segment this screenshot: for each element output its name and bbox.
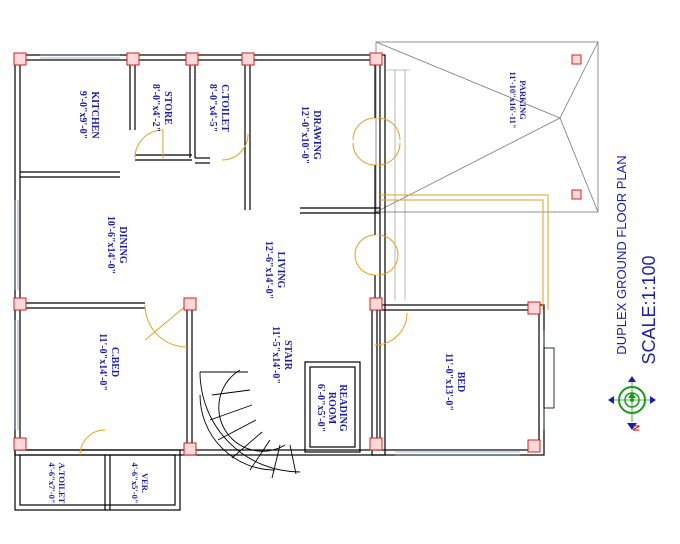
- stair-name: STAIR: [282, 340, 293, 371]
- compass-icon: [608, 376, 656, 430]
- reading-name: READING: [337, 384, 348, 431]
- doors: [79, 117, 408, 456]
- interior-walls: [20, 60, 380, 510]
- ctoilet-size: 8'-0"x4'-5": [207, 84, 218, 132]
- room-living: LIVING 12'-6"x14'-0": [263, 241, 286, 299]
- bed-size: 11'-0"x13'-0": [443, 353, 454, 411]
- store-size: 8'-0"x4'-2": [150, 84, 161, 132]
- kitchen-name: KITCHEN: [89, 91, 100, 139]
- parking-size: 11'-10"x16'-11": [508, 71, 518, 128]
- cbed-name: C.BED: [109, 347, 120, 377]
- atoilet-name: A.TOILET: [57, 463, 67, 504]
- reading-size: 6'-0"x5'-0": [315, 384, 326, 432]
- columns: [13, 52, 582, 456]
- windows: [14, 54, 545, 456]
- parking-area: [375, 41, 599, 213]
- kitchen-size: 9'-0"x9'-0": [77, 91, 88, 139]
- room-store: STORE 8'-0"x4'-2": [150, 84, 173, 132]
- dining-size: 10'-6"x14'-0": [105, 216, 116, 274]
- plan-title-group: DUPLEX GROUND FLOOR PLAN: [614, 155, 629, 354]
- room-dining: DINING 10'-6"x14'-0": [105, 216, 128, 274]
- compass-letter: N: [631, 425, 641, 432]
- room-atoilet: A.TOILET 4'-6"x7'-0": [47, 462, 67, 503]
- parking-name: PARKING: [518, 80, 528, 120]
- corridor-lines: [385, 69, 410, 300]
- room-reading: READING ROOM 6'-0"x5'-0": [315, 384, 348, 432]
- drawing-size: 12'-0"x10'-0": [299, 106, 310, 164]
- plan-title: DUPLEX GROUND FLOOR PLAN: [614, 155, 629, 354]
- plan-scale: SCALE:1:100: [639, 255, 659, 364]
- ramp-lines: [380, 194, 549, 310]
- bay-window: [543, 347, 555, 409]
- room-stair: STAIR 11'-5"x14'-0": [270, 326, 293, 384]
- living-name: LIVING: [275, 252, 286, 289]
- room-cbed: C.BED 11'-0"x14'-0": [97, 333, 120, 391]
- drawing-name: DRAWING: [311, 110, 322, 160]
- dining-name: DINING: [117, 226, 128, 263]
- atoilet-size: 4'-6"x7'-0": [47, 462, 57, 503]
- living-size: 12'-6"x14'-0": [263, 241, 274, 299]
- spiral-stair: [199, 369, 301, 479]
- reading-name2: ROOM: [326, 392, 337, 425]
- stair-size: 11'-5"x14'-0": [270, 326, 281, 384]
- room-ver: VER. 4'-6"x5'-0": [130, 462, 150, 503]
- ver-size: 4'-6"x5'-0": [130, 462, 140, 503]
- room-ctoilet: C.TOILET 8'-0"x4'-5": [207, 84, 230, 132]
- bed-name: BED: [455, 372, 466, 393]
- ver-name: VER.: [140, 473, 150, 493]
- room-parking: PARKING 11'-10"x16'-11": [508, 71, 528, 128]
- ctoilet-name: C.TOILET: [219, 84, 230, 132]
- plan-scale-group: SCALE:1:100: [639, 255, 659, 364]
- cbed-size: 11'-0"x14'-0": [97, 333, 108, 391]
- room-drawing: DRAWING 12'-0"x10'-0": [299, 106, 322, 164]
- store-name: STORE: [162, 91, 173, 125]
- room-bed: BED 11'-0"x13'-0": [443, 353, 466, 411]
- room-kitchen: KITCHEN 9'-0"x9'-0": [77, 91, 100, 140]
